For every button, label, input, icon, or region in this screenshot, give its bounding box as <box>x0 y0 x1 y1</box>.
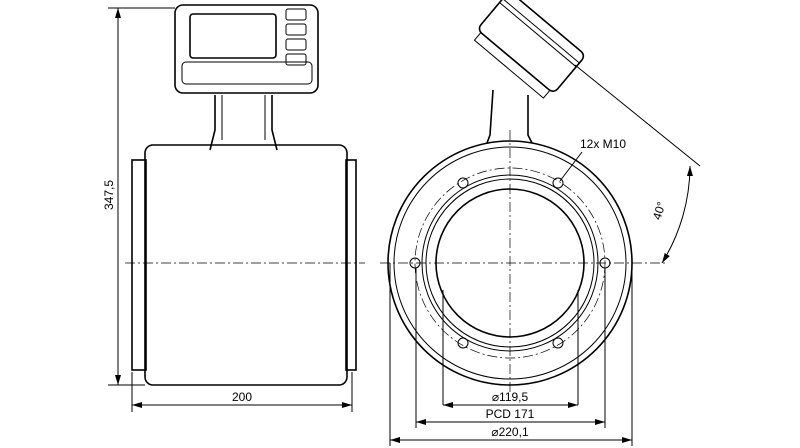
transmitter-head <box>174 4 319 94</box>
display-screen <box>189 13 277 59</box>
neck <box>486 89 533 144</box>
dim-height: 347,5 <box>102 180 116 210</box>
button <box>285 8 307 21</box>
button <box>285 53 307 66</box>
button <box>285 38 307 51</box>
flange-right <box>345 159 357 371</box>
dim-length: 200 <box>232 390 252 404</box>
bolt-label: 12x M10 <box>580 137 626 151</box>
pipe-body <box>144 144 348 386</box>
button <box>285 23 307 36</box>
dim-pcd: PCD 171 <box>486 407 535 421</box>
transmitter-head-rotated <box>473 0 585 99</box>
side-view: 347,5 200 <box>102 4 365 412</box>
front-view: 12x M10 40° ⌀119,5 PCD 171 ⌀220,1 <box>380 0 701 446</box>
dim-outer: ⌀220,1 <box>491 425 529 439</box>
dim-bore: ⌀119,5 <box>492 390 529 404</box>
dim-angle: 40° <box>650 200 669 222</box>
flange-left <box>131 159 147 371</box>
neck <box>209 95 278 151</box>
